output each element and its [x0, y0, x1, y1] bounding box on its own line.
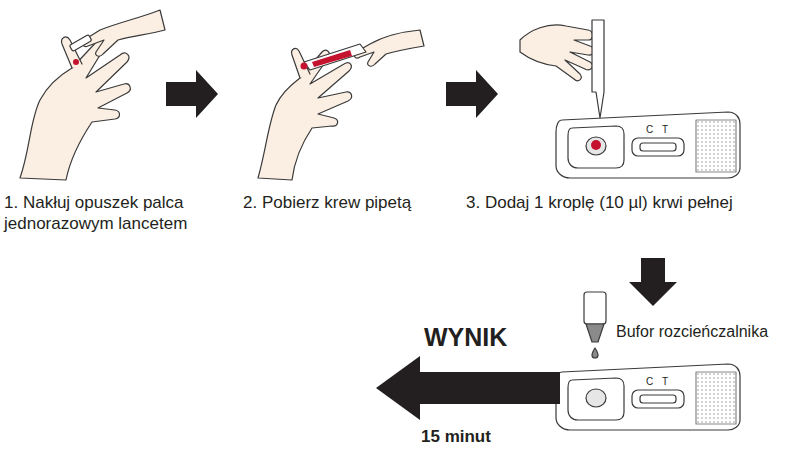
- line-mark: T: [662, 124, 674, 137]
- time-label: 15 minut: [421, 426, 491, 447]
- result-heading: WYNIK: [424, 322, 507, 353]
- test-cassette: [556, 112, 740, 178]
- hand-dropper: [520, 20, 604, 132]
- line-mark: C: [646, 124, 658, 137]
- step-caption: 2. Pobierz krew pipetą: [243, 192, 443, 213]
- block-arrow: [166, 70, 677, 420]
- line-mark: C: [646, 376, 658, 389]
- step-caption: 3. Dodaj 1 kroplę (10 µl) krwi pełnej: [466, 192, 733, 213]
- step-caption: 1. Nakłuj opuszek palca jednorazowym lan…: [4, 192, 209, 235]
- hand-pipette: [258, 30, 424, 180]
- buffer-bottle: [584, 292, 606, 358]
- test-cassette: [556, 364, 740, 430]
- buffer-label: Bufor rozcieńczalnika: [616, 322, 768, 342]
- hand-lancet: [20, 10, 165, 180]
- line-mark: T: [662, 376, 674, 389]
